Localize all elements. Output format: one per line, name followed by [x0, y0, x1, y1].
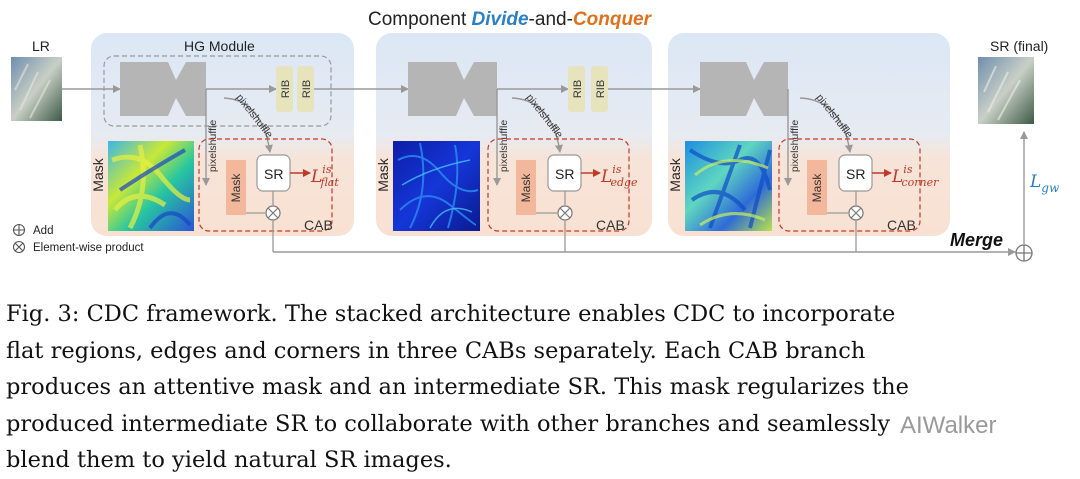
rib-label: RIB [572, 80, 584, 98]
element-wise-product-icon [12, 240, 26, 254]
hg-module-label: HG Module [184, 38, 255, 54]
diagram-title: Component Divide-and-Conquer [368, 9, 653, 30]
rib-block [297, 66, 314, 112]
rib-label: RIB [595, 80, 607, 98]
cab-box [198, 138, 333, 232]
rib-label: RIB [301, 80, 313, 98]
mask-block-label: Mask [810, 173, 824, 203]
figure-caption: Fig. 3: CDC framework. The stacked archi… [6, 296, 1074, 479]
mask-block [516, 160, 536, 215]
caption-line: produces an attentive mask and an interm… [6, 374, 909, 400]
lgw-label: Lgw [1029, 172, 1060, 195]
element-wise-product-icon [557, 205, 573, 221]
mask-label: Mask [375, 157, 391, 191]
cab-label: CAB [596, 217, 625, 233]
cab-label: CAB [887, 217, 916, 233]
merge-label: Merge [950, 230, 1003, 250]
sr-final-label: SR (final) [990, 38, 1048, 54]
mask-label: Mask [90, 157, 106, 191]
caption-line: blend them to yield natural SR images. [6, 447, 452, 473]
mask-block [226, 160, 246, 215]
mask-block [807, 160, 827, 215]
lr-image [11, 57, 62, 121]
lr-label: LR [32, 38, 50, 54]
legend: Add Element-wise product [12, 223, 144, 254]
rib-block [276, 66, 293, 112]
caption-line: flat regions, edges and corners in three… [6, 337, 866, 364]
cab-label: CAB [304, 217, 333, 233]
sr-block-label: SR [555, 166, 574, 182]
pixelshuffle-label: pixelshuffle [789, 120, 801, 173]
legend-product-label: Element-wise product [33, 242, 144, 254]
cab-box [487, 138, 630, 232]
mask-block-label: Mask [519, 173, 533, 203]
pixelshuffle-label: pixelshuffle [498, 120, 510, 173]
legend-add-label: Add [33, 225, 53, 237]
rib-block [568, 66, 585, 112]
mask-block-label: Mask [229, 173, 243, 203]
caption-line: Fig. 3: CDC framework. The stacked archi… [6, 301, 896, 327]
sr-block-label: SR [846, 166, 865, 182]
rib-block [591, 66, 608, 112]
mask-label: Mask [667, 157, 683, 191]
caption-line: produced intermediate SR to collaborate … [6, 410, 891, 437]
rib-label: RIB [280, 80, 292, 98]
element-wise-product-icon [848, 205, 864, 221]
add-icon [12, 223, 26, 237]
element-wise-product-icon [265, 205, 281, 221]
cdc-framework-diagram: Component Divide-and-Conquer LR SR (fina… [11, 9, 1060, 262]
hourglass-block-2 [408, 62, 497, 116]
hourglass-block-1 [120, 62, 206, 116]
cab-box [778, 138, 921, 232]
watermark: AIWalker [900, 412, 997, 439]
sr-final-image [978, 57, 1034, 124]
sr-block-label: SR [264, 166, 283, 182]
pixelshuffle-label: pixelshuffle [207, 120, 219, 173]
hourglass-block-3 [700, 62, 788, 116]
add-icon [1015, 244, 1033, 262]
